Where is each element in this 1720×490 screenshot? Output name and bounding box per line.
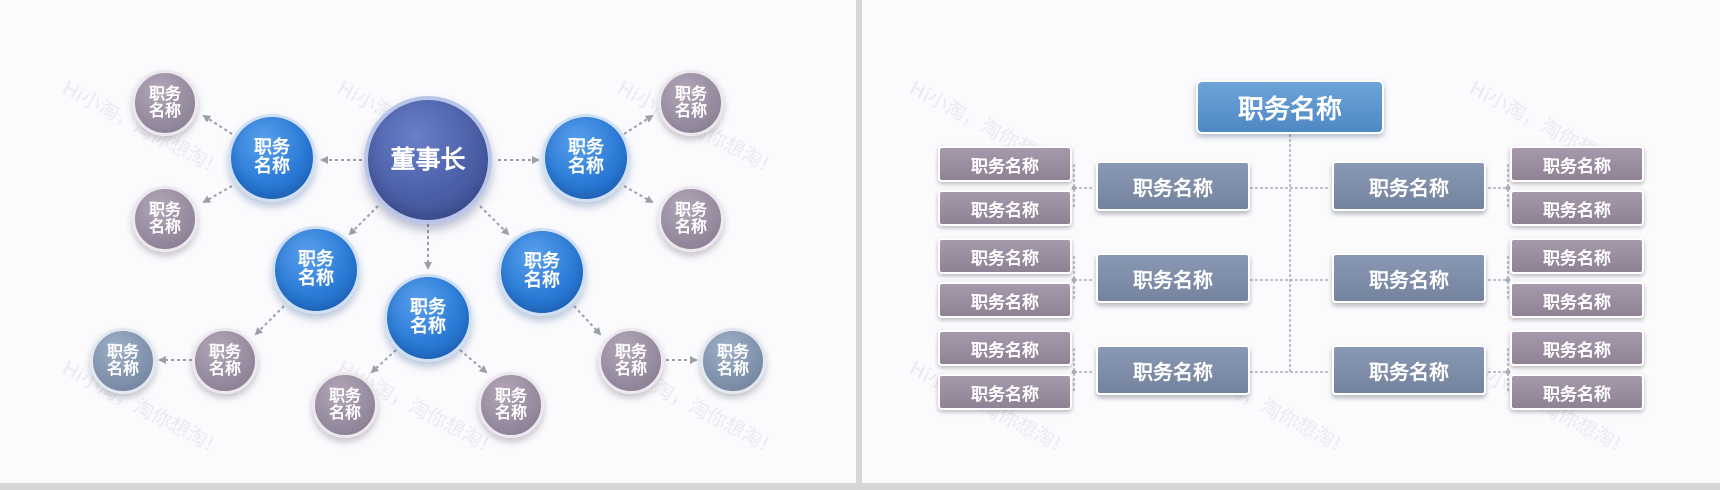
leaf-node: 职务名称 [700, 328, 766, 394]
arrow-root-to-lower-left [348, 205, 379, 236]
arrow-lower-right-to-leaf [573, 305, 602, 336]
arrow-bottom-to-leaf [459, 349, 488, 374]
top-position-box: 职务名称 [1196, 80, 1384, 134]
arrow-lower-left-to-leaf [254, 305, 285, 336]
leaf-position-box: 职务名称 [938, 374, 1072, 410]
mid-position-box: 职务名称 [1332, 253, 1486, 303]
leaf-position-box: 职务名称 [1510, 330, 1644, 366]
arrow-root-to-lower-right [479, 205, 510, 236]
connector-arrows [158, 114, 698, 374]
position-node-lower-right: 职务名称 [498, 228, 586, 316]
leaf-node: 职务名称 [598, 328, 664, 394]
arrow-right-to-leaf [623, 114, 654, 135]
leaf-node: 职务名称 [312, 372, 378, 438]
leaf-node: 职务名称 [658, 186, 724, 252]
arrow-left-to-leaf [202, 185, 233, 203]
leaf-position-box: 职务名称 [938, 238, 1072, 274]
leaf-position-box: 职务名称 [1510, 146, 1644, 182]
leaf-node: 职务名称 [658, 70, 724, 136]
arrow-right-to-leaf [623, 185, 654, 203]
mid-position-box: 职务名称 [1096, 345, 1250, 395]
mid-position-box: 职务名称 [1096, 253, 1250, 303]
arrow-bottom-to-leaf [370, 349, 397, 374]
leaf-position-box: 职务名称 [1510, 374, 1644, 410]
leaf-position-box: 职务名称 [938, 330, 1072, 366]
leaf-position-box: 职务名称 [938, 146, 1072, 182]
left-panel: Hi小淘，淘你想淘! Hi小淘，淘你想淘! Hi小淘，淘你想淘! Hi小淘，淘你… [0, 0, 856, 483]
leaf-position-box: 职务名称 [1510, 238, 1644, 274]
position-node-left: 职务名称 [228, 114, 316, 202]
leaf-node: 职务名称 [132, 186, 198, 252]
position-node-right: 职务名称 [542, 114, 630, 202]
arrow-left-to-leaf [202, 114, 233, 135]
position-node-lower-left: 职务名称 [272, 226, 360, 314]
leaf-position-box: 职务名称 [1510, 190, 1644, 226]
leaf-position-box: 职务名称 [938, 190, 1072, 226]
leaf-position-box: 职务名称 [938, 282, 1072, 318]
leaf-node: 职务名称 [132, 70, 198, 136]
leaf-position-box: 职务名称 [1510, 282, 1644, 318]
leaf-node: 职务名称 [90, 328, 156, 394]
mid-position-box: 职务名称 [1096, 161, 1250, 211]
position-node-bottom: 职务名称 [384, 274, 472, 362]
mid-position-box: 职务名称 [1332, 161, 1486, 211]
mid-position-box: 职务名称 [1332, 345, 1486, 395]
tree-connectors [1071, 134, 1511, 392]
leaf-node: 职务名称 [478, 372, 544, 438]
root-node-chairman: 董事长 [364, 96, 492, 224]
right-panel: Hi小淘，淘你想淘! Hi小淘，淘你想淘! Hi小淘，淘你想淘! Hi小淘，淘你… [862, 0, 1720, 483]
leaf-node: 职务名称 [192, 328, 258, 394]
